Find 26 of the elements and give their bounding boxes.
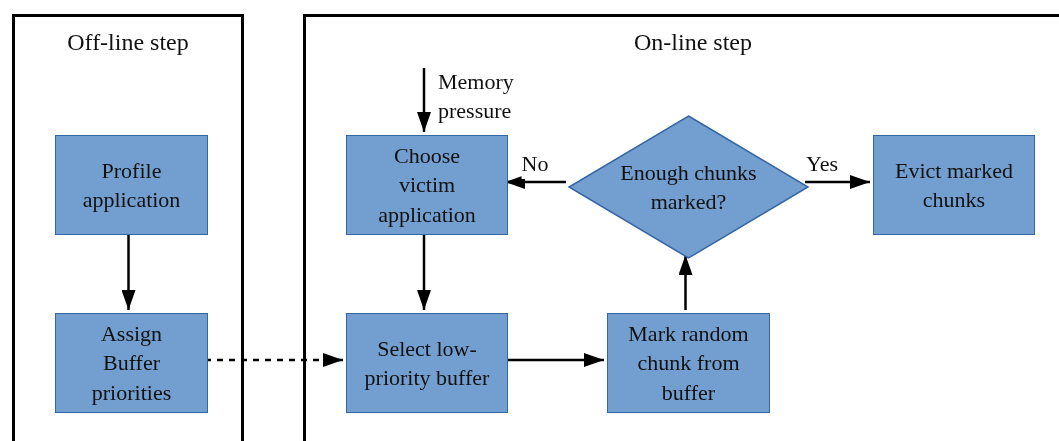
decision-diamond	[569, 116, 808, 258]
panel-title: On-line step	[633, 29, 753, 56]
arrow	[417, 68, 431, 132]
decision-text: Enough chunks marked?	[619, 158, 758, 216]
process-box	[55, 313, 208, 413]
arrow	[417, 232, 431, 310]
process-text: Evict marked chunks	[894, 156, 1014, 214]
process-text: Mark random chunk from buffer	[627, 320, 750, 407]
arrow	[805, 175, 870, 189]
step-panel	[12, 14, 244, 441]
arrow	[505, 353, 604, 367]
arrow	[505, 175, 566, 189]
process-text: Choose victim application	[377, 142, 477, 229]
process-box	[607, 313, 770, 413]
process-text: Select low-priority buffer	[363, 334, 491, 392]
panel-title: Off-line step	[66, 29, 190, 56]
process-box	[55, 135, 208, 235]
process-box	[346, 135, 508, 235]
arrow	[121, 232, 136, 310]
process-text: Profile application	[81, 156, 182, 214]
process-box	[346, 313, 508, 413]
arrow	[678, 255, 693, 310]
process-text: Assign Buffer priorities	[90, 320, 173, 407]
arrow	[205, 353, 343, 367]
process-box	[873, 135, 1035, 235]
step-panel	[303, 14, 1059, 441]
